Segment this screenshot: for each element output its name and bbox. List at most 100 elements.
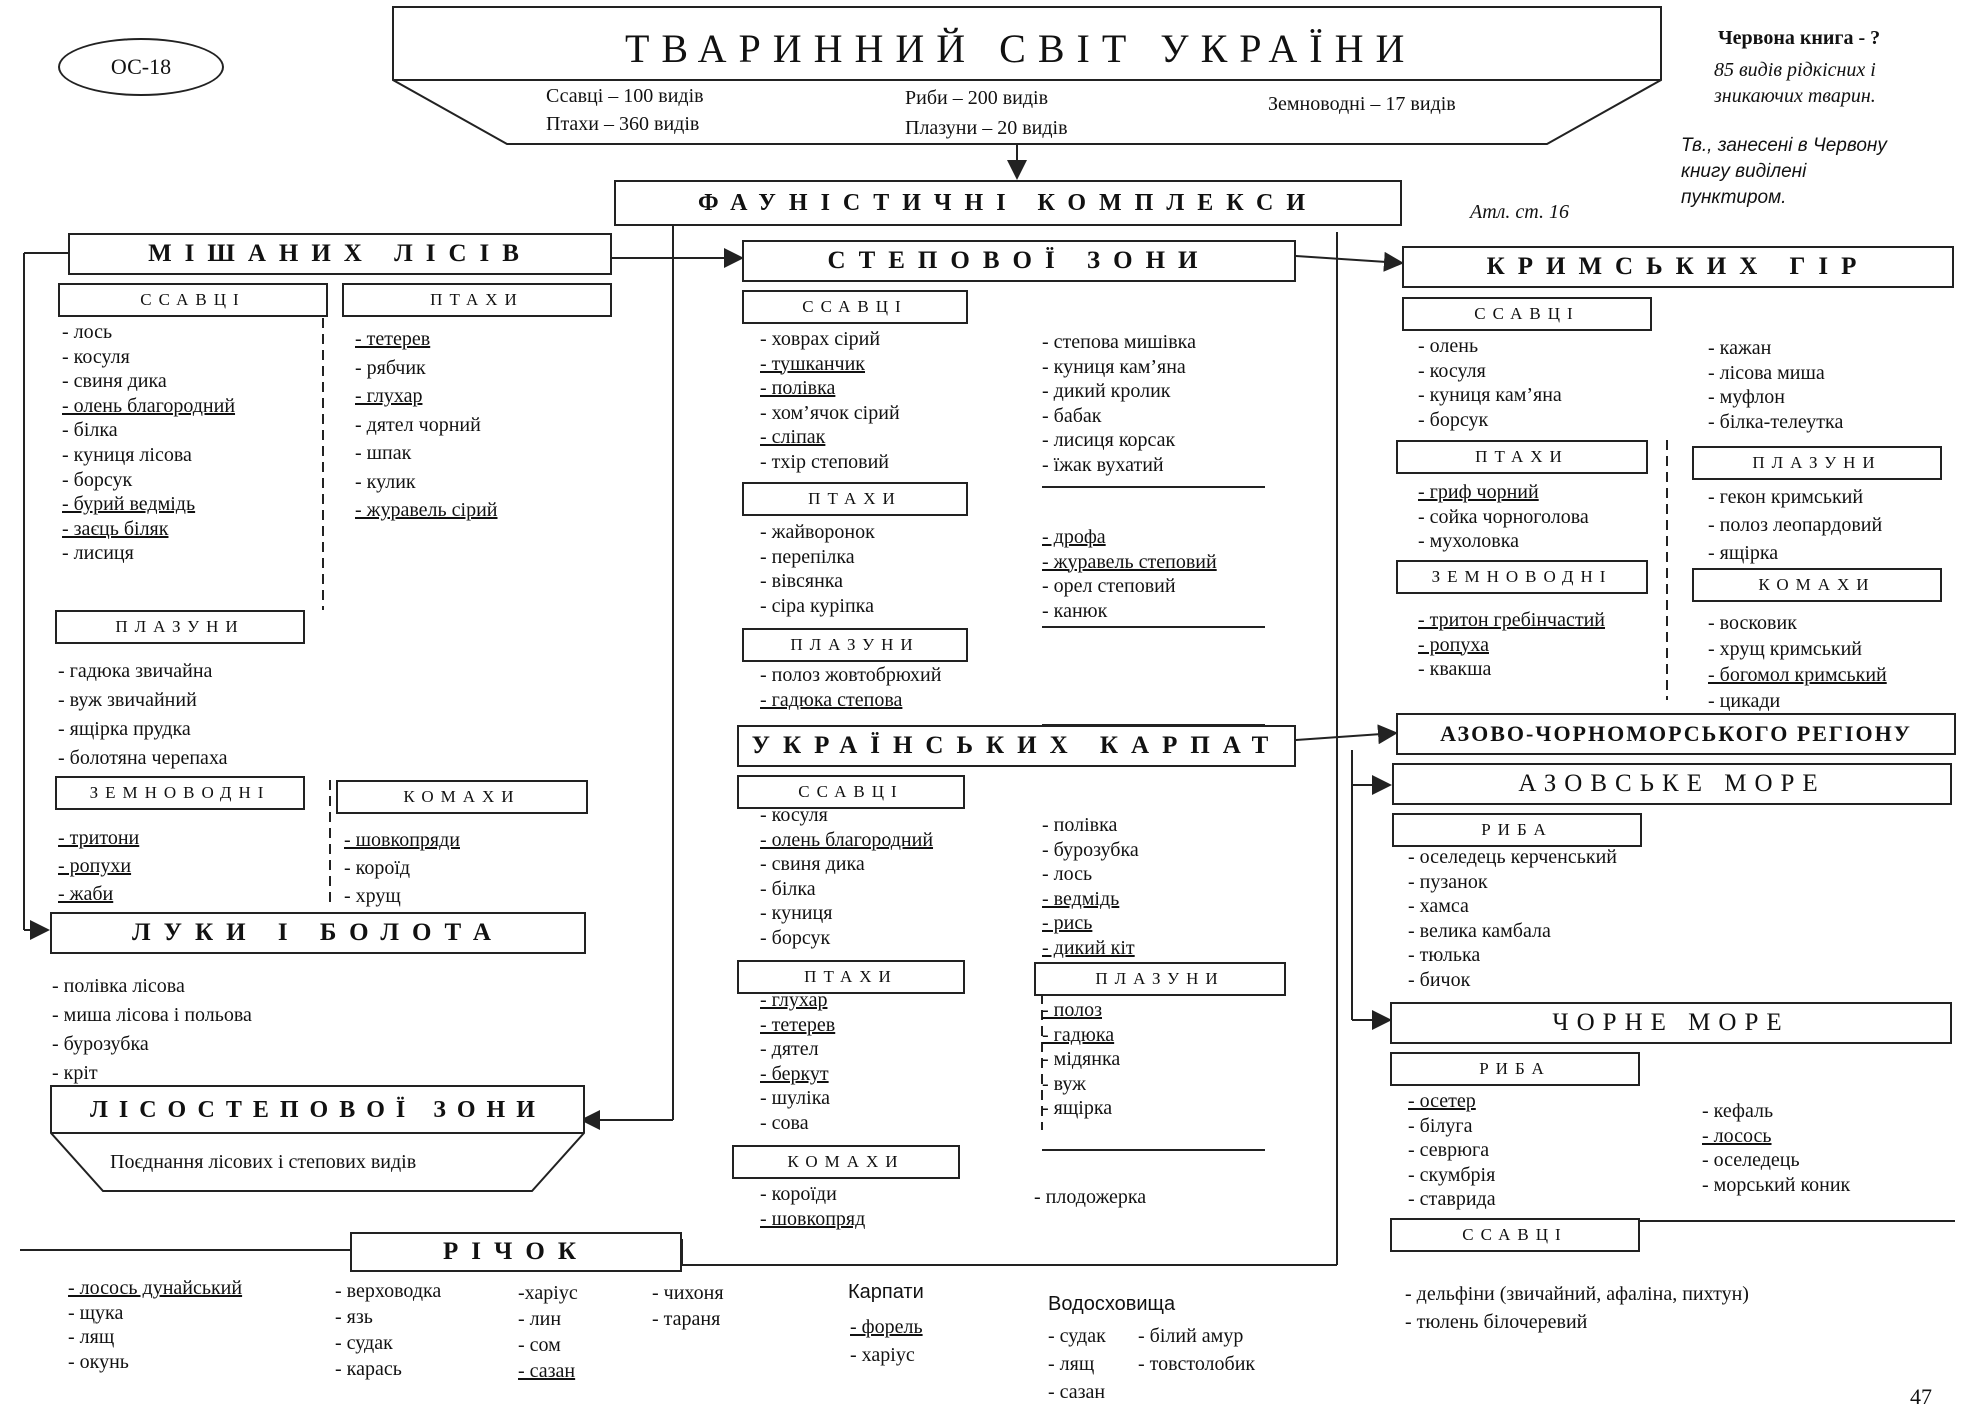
rivers-carpathians-title: Карпати: [848, 1281, 924, 1303]
title-banner-shape: [392, 6, 1662, 145]
label-steppe-birds: ПТАХИ: [742, 482, 968, 516]
list-item: - куниця кам’яна: [1042, 355, 1186, 378]
list-item: - лось: [1042, 863, 1093, 886]
list-item: - лісова миша: [1708, 361, 1825, 384]
list-item: - лящ: [1048, 1353, 1095, 1375]
list-item: - сазан: [1048, 1381, 1106, 1403]
list-black-sea-fish-a: - осетер- білуга- севрюга- скумбрія- ста…: [1408, 1089, 1496, 1212]
list-item: - ховрах сірий: [760, 328, 881, 350]
header-crimean-mountains: КРИМСЬКИХ ГІР: [1402, 246, 1954, 288]
list-carpathians-insects-a: - короїди- шовкопряд: [760, 1182, 865, 1231]
rivers-reservoirs-title: Водосховища: [1048, 1293, 1176, 1315]
list-item: - дикий кролик: [1042, 380, 1171, 403]
label-mixed-mammals: ССАВЦІ: [58, 283, 328, 317]
list-rivers-col2: - верховодка- язь- судак- карась: [335, 1278, 441, 1382]
label-black-sea-fish: РИБА: [1390, 1052, 1640, 1086]
list-item: - миша лісова і польова: [52, 1004, 252, 1026]
list-item: - щука: [68, 1301, 124, 1324]
list-item: - заєць біляк: [62, 517, 169, 540]
total-reptiles: Плазуни – 20 видів: [905, 117, 1068, 139]
label-black-sea-mammals: ССАВЦІ: [1390, 1218, 1640, 1252]
list-item: - дрофа: [1042, 526, 1106, 548]
list-item: - лящ: [68, 1326, 115, 1349]
list-item: - тетерев: [355, 328, 431, 350]
list-item: - тритон гребінчастий: [1418, 609, 1606, 631]
list-item: - форель: [850, 1316, 923, 1338]
list-black-sea-fish-b: - кефаль- лосось- оселедець- морський ко…: [1702, 1099, 1850, 1197]
list-item: - дельфіни (звичайний, афаліна, пихтун): [1405, 1283, 1749, 1305]
list-item: - велика камбала: [1408, 919, 1551, 942]
list-item: - журавель сірий: [355, 499, 498, 521]
list-item: - білка: [62, 419, 118, 442]
list-crimea-insects: - восковик- хрущ кримський- богомол крим…: [1708, 610, 1887, 714]
list-mixed-insects: - шовкопряди- короїд- хрущ: [344, 826, 460, 910]
list-item: - бурий ведмідь: [62, 493, 196, 516]
list-item: - борсук: [62, 468, 133, 491]
list-item: - тушканчик: [760, 352, 866, 375]
list-mixed-mammals: - лось- косуля- свиня дика- олень благор…: [62, 320, 235, 566]
red-book-note2: книгу виділені: [1681, 161, 1807, 182]
label-mixed-insects: КОМАХИ: [336, 780, 588, 814]
list-item: - гриф чорний: [1418, 481, 1539, 503]
label-carpathians-birds: ПТАХИ: [737, 960, 965, 994]
list-item: - гекон кримський: [1708, 486, 1864, 508]
list-item: - ставрида: [1408, 1188, 1496, 1211]
list-item: - шовкопряд: [760, 1207, 866, 1230]
list-mixed-birds: - тетерев- рябчик- глухар- дятел чорний-…: [355, 325, 498, 525]
list-item: - орел степовий: [1042, 575, 1176, 598]
total-fish: Риби – 200 видів: [905, 87, 1049, 109]
list-steppe-reptiles: - полоз жовтобрюхий- гадюка степова: [760, 663, 941, 712]
label-crimea-amphibians: ЗЕМНОВОДНІ: [1396, 560, 1648, 594]
list-item: - олень благородний: [62, 394, 236, 417]
list-item: - вуж звичайний: [58, 689, 197, 711]
label-steppe-reptiles: ПЛАЗУНИ: [742, 628, 968, 662]
list-item: - мідянка: [1042, 1048, 1121, 1071]
list-item: - бичок: [1408, 968, 1471, 991]
list-item: - бурозубка: [1042, 838, 1139, 861]
list-item: - тхір степовий: [760, 450, 890, 473]
list-item: - журавель степовий: [1042, 550, 1217, 573]
list-rivers-reservoirs-b: - білий амур- товстолобик: [1138, 1322, 1255, 1378]
list-item: - полівка лісова: [52, 975, 185, 997]
list-item: - лось: [62, 321, 113, 343]
forest-steppe-description: Поєднання лісових і степових видів: [110, 1151, 417, 1173]
label-steppe-mammals: ССАВЦІ: [742, 290, 968, 324]
list-rivers-col1: - лосось дунайський- щука- лящ- окунь: [68, 1276, 242, 1374]
list-item: - ящірка: [1042, 1097, 1113, 1120]
list-item: - тритони: [58, 827, 140, 849]
label-crimea-mammals: ССАВЦІ: [1402, 297, 1652, 331]
list-item: - їжак вухатий: [1042, 453, 1164, 476]
list-item: - олень: [1418, 335, 1479, 357]
list-item: - полівка: [760, 377, 836, 400]
total-birds: Птахи – 360 видів: [546, 113, 700, 135]
list-item: - хрущ кримський: [1708, 638, 1862, 660]
list-item: - ящірка: [1708, 542, 1779, 564]
page-number: 47: [1910, 1384, 1932, 1409]
label-crimea-insects: КОМАХИ: [1692, 568, 1942, 602]
red-book-title: Червона книга - ?: [1718, 27, 1881, 49]
list-item: - полівка: [1042, 814, 1118, 836]
list-item: - глухар: [760, 989, 828, 1011]
list-item: - жайворонок: [760, 521, 875, 543]
total-amphibians: Земноводні – 17 видів: [1268, 93, 1456, 115]
list-item: - кулик: [355, 470, 416, 493]
list-item: - скумбрія: [1408, 1163, 1496, 1186]
list-item: - гадюка степова: [760, 688, 903, 711]
list-item: - кефаль: [1702, 1100, 1774, 1122]
list-mixed-amphibians: - тритони- ропухи- жаби: [58, 824, 139, 908]
list-steppe-mammals-b: - степова мишівка- куниця кам’яна- дикий…: [1042, 330, 1196, 478]
list-item: - дятел: [760, 1038, 819, 1061]
list-item: - свиня дика: [760, 853, 865, 876]
list-steppe-birds-b: - дрофа- журавель степовий- орел степови…: [1042, 525, 1217, 623]
list-item: - тюлень білочеревий: [1405, 1311, 1588, 1333]
list-item: - язь: [335, 1306, 373, 1328]
header-carpathians: УКРАЇНСЬКИХ КАРПАТ: [737, 725, 1296, 767]
list-item: - куниця: [760, 902, 833, 925]
header-meadows: ЛУКИ І БОЛОТА: [50, 912, 586, 954]
list-crimea-birds: - гриф чорний- сойка чорноголова- мухоло…: [1418, 480, 1589, 554]
list-rivers-carpathians: - форель- харіус: [850, 1313, 923, 1369]
list-item: - окунь: [68, 1350, 129, 1373]
list-item: - бабак: [1042, 404, 1102, 427]
list-item: - ропухи: [58, 855, 132, 877]
list-item: - лосось: [1702, 1124, 1772, 1147]
